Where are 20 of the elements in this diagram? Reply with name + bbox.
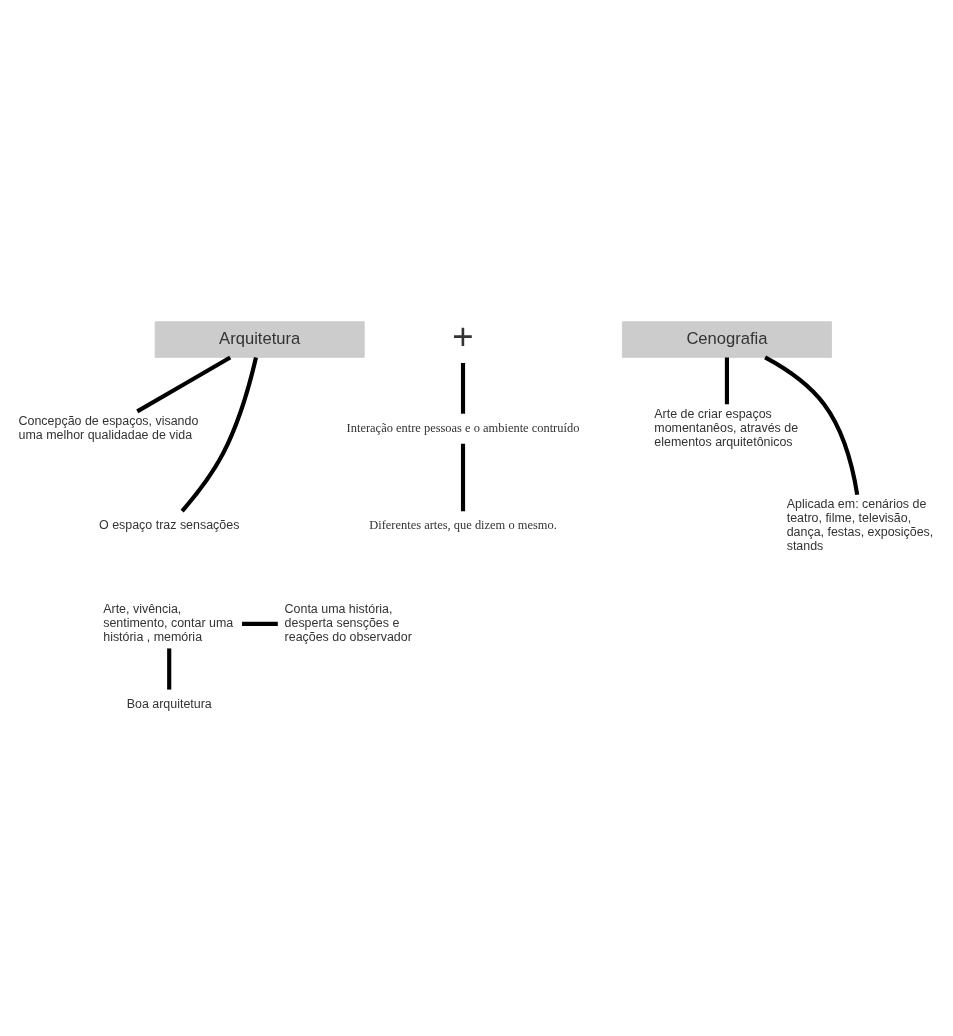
connector <box>460 362 466 414</box>
node-box: Arquitetura <box>154 321 365 358</box>
connector <box>724 357 729 405</box>
connector <box>242 621 278 626</box>
node-text: Diferentes artes, que dizem o mesmo. <box>369 518 557 533</box>
connector <box>764 355 860 496</box>
node-text: + <box>452 315 474 357</box>
node-text: Arte de criar espaços momentanêos, através de elementos arquitetônicos <box>654 406 799 449</box>
node-text: Boa arquitetura <box>126 696 212 711</box>
connector <box>167 648 172 690</box>
node-text: Conta uma história, desperta sensções e reações do observador <box>284 601 412 644</box>
connector <box>136 355 232 414</box>
node-text: Interação entre pessoas e o ambiente contruído <box>346 420 580 435</box>
node-text: Aplicada em: cenários de teatro, filme, televisão, dança, festas, exposições, stands <box>786 497 934 554</box>
connector <box>460 443 466 512</box>
node-text: O espaço traz sensações <box>99 518 240 533</box>
node-text: Concepção de espaços, visando uma melhor qualidadae de vida <box>18 413 199 442</box>
connector <box>180 357 258 513</box>
node-text: Arte, vivência, sentimento, contar uma história , memória <box>103 601 234 644</box>
node-box: Cenografia <box>621 321 832 358</box>
